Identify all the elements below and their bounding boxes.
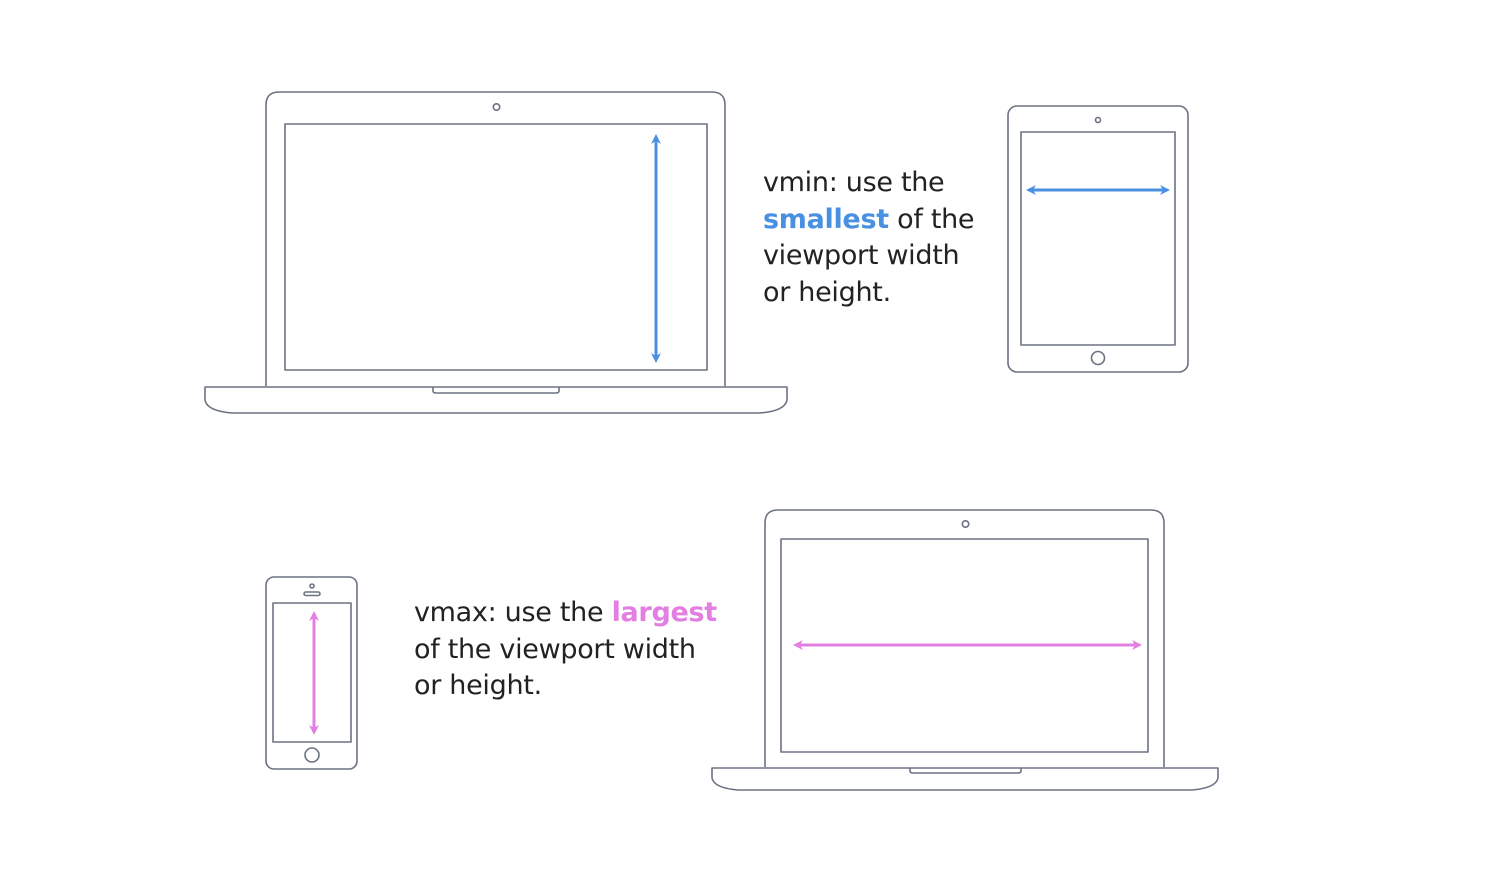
laptop-top-notch bbox=[432, 387, 560, 394]
laptop-top-base bbox=[204, 386, 788, 414]
tablet-screen bbox=[1020, 131, 1176, 346]
phone-icon bbox=[265, 576, 358, 770]
laptop-bottom-lid bbox=[764, 509, 1165, 767]
vmin-caption-line-3: viewport width bbox=[763, 240, 960, 271]
laptop-bottom-camera bbox=[961, 519, 970, 528]
vmax-caption-line-2: of the viewport width bbox=[414, 633, 696, 665]
laptop-top-icon bbox=[204, 91, 788, 414]
tablet-icon bbox=[1007, 105, 1189, 373]
laptop-bottom-screen bbox=[780, 538, 1149, 753]
laptop-bottom-icon bbox=[711, 509, 1219, 791]
phone-speaker bbox=[303, 591, 321, 597]
phone-home-button bbox=[304, 747, 320, 763]
tablet-camera bbox=[1094, 116, 1102, 124]
phone-body bbox=[265, 576, 358, 770]
vmin-highlight-word: smallest bbox=[763, 203, 889, 235]
phone-camera bbox=[309, 583, 315, 589]
laptop-bottom-notch bbox=[909, 768, 1022, 774]
vmin-caption-line-2-rest: of the bbox=[888, 203, 975, 235]
vmax-highlight-word: largest bbox=[611, 597, 718, 628]
vmax-caption-line-1-prefix: vmax: use the bbox=[414, 597, 612, 628]
vmax-caption-line-3: or height. bbox=[414, 670, 542, 701]
vmax-caption: vmax: use the largest of the viewport wi… bbox=[414, 595, 717, 705]
tablet-home-button bbox=[1090, 350, 1106, 366]
laptop-bottom-base bbox=[711, 767, 1219, 791]
vmax-caption-line-1: vmax: use the largest bbox=[414, 595, 717, 632]
vmin-caption-line-4: or height. bbox=[763, 276, 891, 308]
phone-screen bbox=[272, 602, 352, 743]
vmin-caption-line-1: vmin: use the bbox=[763, 167, 945, 198]
vmin-caption-line-2: smallest of the bbox=[763, 202, 975, 239]
laptop-top-screen bbox=[284, 123, 708, 371]
vmin-caption: vmin: use the smallest of the viewport w… bbox=[763, 165, 975, 311]
laptop-top-camera bbox=[492, 103, 501, 112]
tablet-body bbox=[1007, 105, 1189, 373]
laptop-top-lid bbox=[265, 91, 726, 386]
